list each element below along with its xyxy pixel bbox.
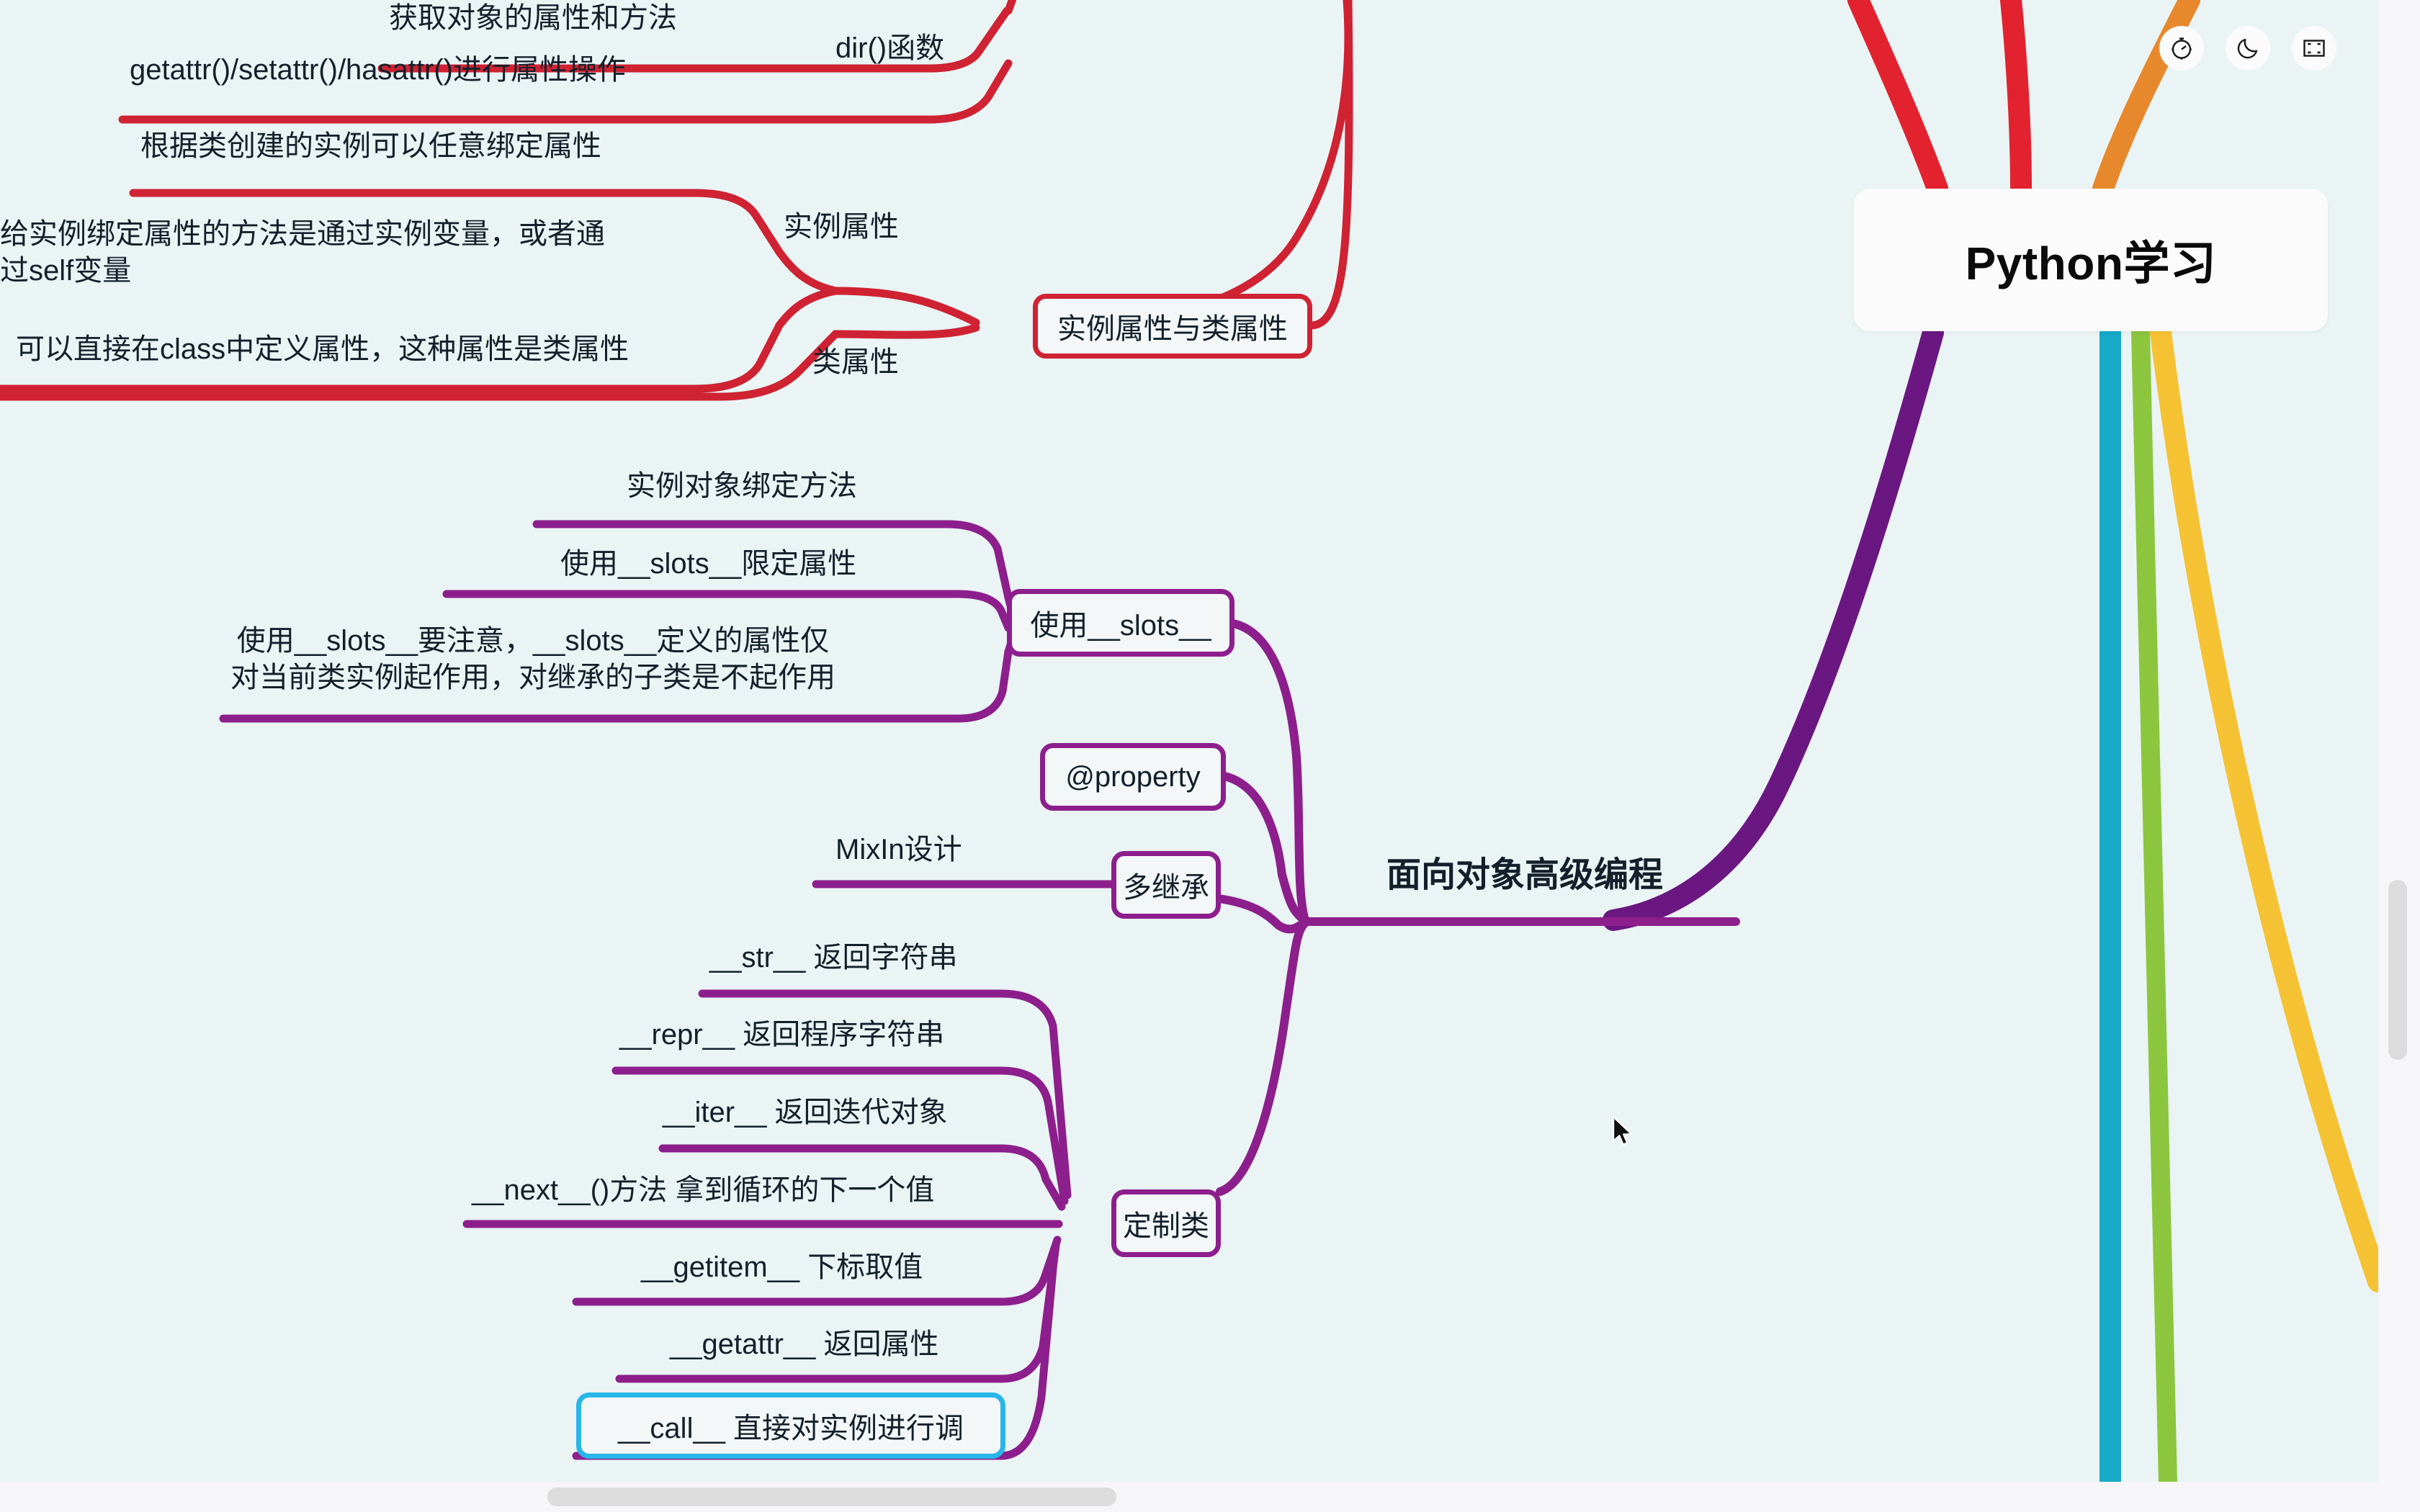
- leaf-instance-bind-method[interactable]: 实例对象绑定方法: [627, 470, 857, 502]
- timer-button[interactable]: [2159, 26, 2204, 71]
- root-node-title: Python学习: [1965, 238, 2217, 289]
- node-custom-class[interactable]: 定制类: [1111, 1189, 1221, 1257]
- moon-icon: [2237, 38, 2258, 59]
- horizontal-scrollbar-thumb[interactable]: [547, 1488, 1116, 1506]
- timer-icon: [2172, 37, 2192, 60]
- mindmap-canvas[interactable]: 获取对象的属性和方法 getattr()/setattr()/hasattr()…: [0, 0, 2378, 1482]
- scrollbar-corner: [2378, 1482, 2420, 1512]
- vertical-scrollbar-track[interactable]: [2378, 0, 2420, 1482]
- leaf-instance-bind-any-attr[interactable]: 根据类创建的实例可以任意绑定属性: [140, 130, 601, 162]
- leaf-iter-return-iterator[interactable]: __iter__ 返回迭代对象: [663, 1097, 948, 1128]
- vertical-scrollbar-thumb[interactable]: [2388, 880, 2407, 1060]
- leaf-slots-limit-attr[interactable]: 使用__slots__限定属性: [560, 548, 857, 580]
- toolbar: [2159, 26, 2336, 71]
- dark-mode-button[interactable]: [2226, 26, 2270, 71]
- leaf-slots-notes[interactable]: 使用__slots__要注意，__slots__定义的属性仅 对当前类实例起作用…: [230, 625, 835, 694]
- mouse-cursor: [1613, 1116, 1632, 1146]
- node-dir-function[interactable]: dir()函数: [835, 32, 945, 64]
- leaf-bind-via-instance-var[interactable]: 给实例绑定属性的方法是通过实例变量，或者通 过self变量: [0, 218, 605, 287]
- leaf-getattr-return-attr[interactable]: __getattr__ 返回属性: [670, 1328, 939, 1360]
- node-multiple-inheritance[interactable]: 多继承: [1111, 851, 1221, 919]
- leaf-mixin-design[interactable]: MixIn设计: [835, 834, 962, 865]
- leaf-get-object-attrs[interactable]: 获取对象的属性和方法: [389, 2, 677, 34]
- leaf-next-get-next-value[interactable]: __next__()方法 拿到循环的下一个值: [472, 1174, 935, 1206]
- horizontal-scrollbar-track[interactable]: [0, 1482, 2378, 1512]
- root-node[interactable]: Python学习: [1854, 189, 2328, 331]
- leaf-getitem-subscript[interactable]: __getitem__ 下标取值: [641, 1251, 923, 1283]
- leaf-getattr-setattr-hasattr[interactable]: getattr()/setattr()/hasattr()进行属性操作: [130, 54, 626, 86]
- node-instance-attribute[interactable]: 实例属性: [784, 211, 899, 243]
- leaf-repr-return-program-string[interactable]: __repr__ 返回程序字符串: [619, 1019, 945, 1050]
- leaf-str-return-string[interactable]: __str__ 返回字符串: [709, 942, 958, 973]
- node-oop-advanced-programming[interactable]: 面向对象高级编程: [1386, 856, 1664, 894]
- fullscreen-icon: [2303, 40, 2325, 57]
- node-property-decorator[interactable]: @property: [1040, 743, 1226, 811]
- fullscreen-button[interactable]: [2292, 26, 2336, 71]
- node-instance-vs-class-attrs[interactable]: 实例属性与类属性: [1033, 294, 1312, 359]
- node-use-slots[interactable]: 使用__slots__: [1007, 589, 1234, 657]
- leaf-call-direct-invoke[interactable]: __call__ 直接对实例进行调: [576, 1392, 1005, 1459]
- node-class-attribute[interactable]: 类属性: [812, 346, 899, 378]
- leaf-define-attr-in-class[interactable]: 可以直接在class中定义属性，这种属性是类属性: [16, 333, 629, 365]
